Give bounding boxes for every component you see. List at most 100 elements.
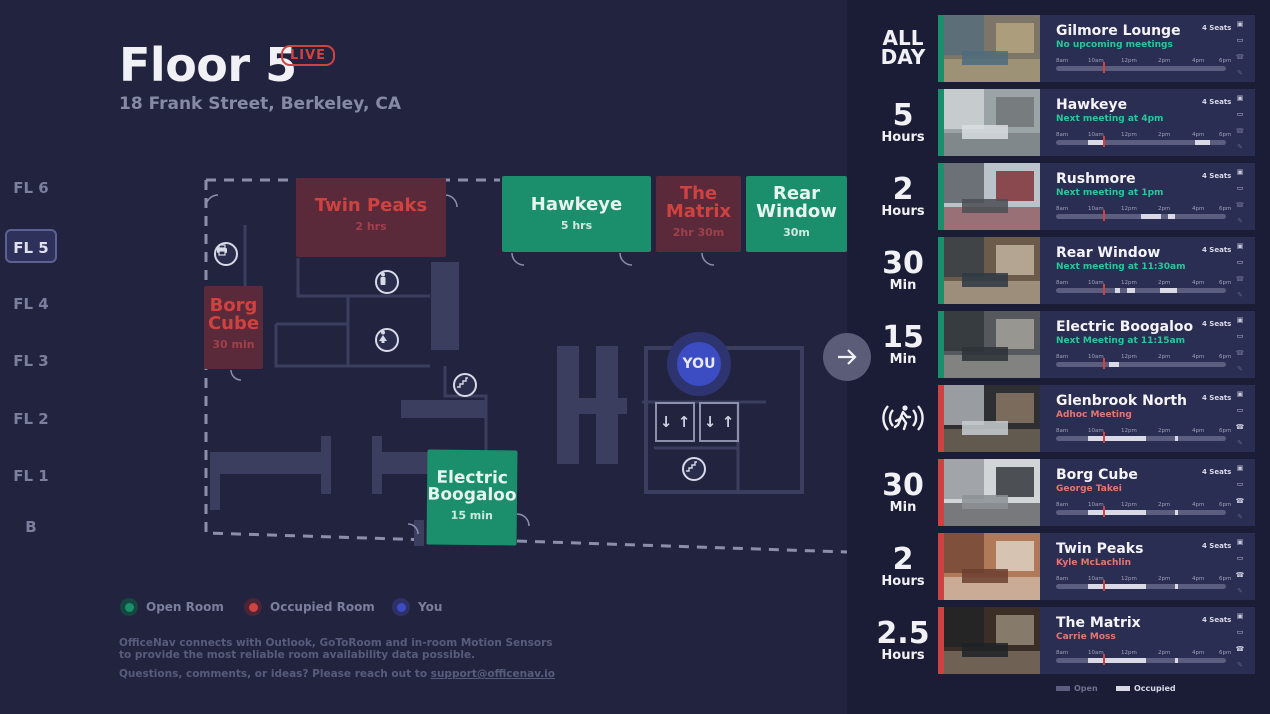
tick-label: 8am [1056,502,1069,508]
floor-tab-fl2[interactable]: FL 2 [13,410,49,428]
occupied-segment [1088,658,1146,663]
tick-label: 8am [1056,354,1069,360]
footer-info: OfficeNav connects with Outlook, GoToRoo… [119,637,553,661]
video-conference-icon: ▣ [1236,316,1244,324]
phone-icon: ☎ [1235,348,1245,357]
phone-icon: ☎ [1235,644,1245,653]
room-photo [944,163,1040,230]
display-icon: ▭ [1236,480,1244,489]
timeline-track [1056,506,1226,517]
legend-you-label: You [418,600,443,614]
edit-icon: ✎ [1237,142,1243,151]
room-photo [944,385,1040,452]
display-icon: ▭ [1236,184,1244,193]
map-room-time: 2 hrs [355,220,387,233]
occupied-swatch [1116,686,1130,691]
occupied-segment [1088,584,1146,589]
map-room-electric-boogaloo[interactable]: Electric Boogaloo 15 min [426,449,518,546]
room-name: Electric Boogaloo [1056,319,1194,335]
tick-label: 8am [1056,206,1069,212]
availability-duration [856,401,950,439]
tick-label: 2pm [1158,502,1171,508]
room-amenities: ▣▭☎✎ [1230,168,1250,226]
legend-open-label: Open Room [146,600,224,614]
floor-tab-fl1[interactable]: FL 1 [13,467,49,485]
video-conference-icon: ▣ [1236,390,1244,398]
floor-tab-basement[interactable]: B [25,518,37,536]
page-title: Floor 5 [119,38,297,92]
room-name: Rushmore [1056,171,1136,187]
legend-you: You [392,598,442,616]
room-photo [944,533,1040,600]
room-photo [944,607,1040,674]
timeline-legend-occupied-label: Occupied [1134,684,1176,693]
video-conference-icon: ▣ [1236,94,1244,102]
tick-label: 8am [1056,58,1069,64]
room-status: Kyle McLachlin [1056,558,1132,568]
map-room-hawkeye[interactable]: Hawkeye 5 hrs [502,176,651,252]
phone-icon: ☎ [1235,496,1245,505]
room-amenities: ▣▭☎✎ [1230,612,1250,670]
room-status: Carrie Moss [1056,632,1116,642]
tick-label: 4pm [1192,650,1205,656]
occupied-segment [1175,584,1178,589]
duration-unit: Hours [881,130,925,145]
tick-label: 2pm [1158,58,1171,64]
tick-label: 12pm [1121,576,1137,582]
floor-tab-fl3[interactable]: FL 3 [13,352,49,370]
video-conference-icon: ▣ [1236,242,1244,250]
floor-tab-fl4[interactable]: FL 4 [13,295,49,313]
video-conference-icon: ▣ [1236,20,1244,28]
timeline-legend-occupied: Occupied [1116,684,1176,693]
map-room-borg-cube[interactable]: Borg Cube 30 min [204,286,263,369]
tick-label: 4pm [1192,58,1205,64]
current-time-marker [1103,358,1105,369]
tick-label: 2pm [1158,354,1171,360]
map-room-time: 2hr 30m [672,226,725,239]
map-room-twin-peaks[interactable]: Twin Peaks 2 hrs [296,178,446,257]
tick-label: 12pm [1121,206,1137,212]
tick-label: 10am [1088,354,1104,360]
tick-label: 12pm [1121,502,1137,508]
support-email-link[interactable]: support@officenav.io [430,668,555,680]
footer-contact: Questions, comments, or ideas? Please re… [119,668,555,680]
floor-tab-fl6[interactable]: FL 6 [13,179,49,197]
occupied-dot-icon [244,598,262,616]
video-conference-icon: ▣ [1236,538,1244,546]
duration-value: 2 [892,542,914,577]
seat-count: 4 Seats [1202,542,1232,550]
elevator-icon: ↓↑ [655,402,695,442]
you-marker: YOU [677,342,721,386]
occupied-segment [1109,362,1119,367]
timeline-track [1056,358,1226,369]
map-room-the-matrix[interactable]: The Matrix 2hr 30m [656,176,741,252]
seat-count: 4 Seats [1202,24,1232,32]
edit-icon: ✎ [1237,586,1243,595]
floor-tab-fl5[interactable]: FL 5 [5,229,57,263]
tick-label: 4pm [1192,206,1205,212]
floor-map: Twin Peaks 2 hrs Hawkeye 5 hrs The Matri… [204,176,847,554]
open-dot-icon [120,598,138,616]
map-room-rear-window[interactable]: Rear Window 30m [746,176,847,252]
seat-count: 4 Seats [1202,246,1232,254]
seat-count: 4 Seats [1202,98,1232,106]
next-arrow-button[interactable] [823,333,871,381]
seat-count: 4 Seats [1202,616,1232,624]
duration-value: 15 [882,320,924,355]
